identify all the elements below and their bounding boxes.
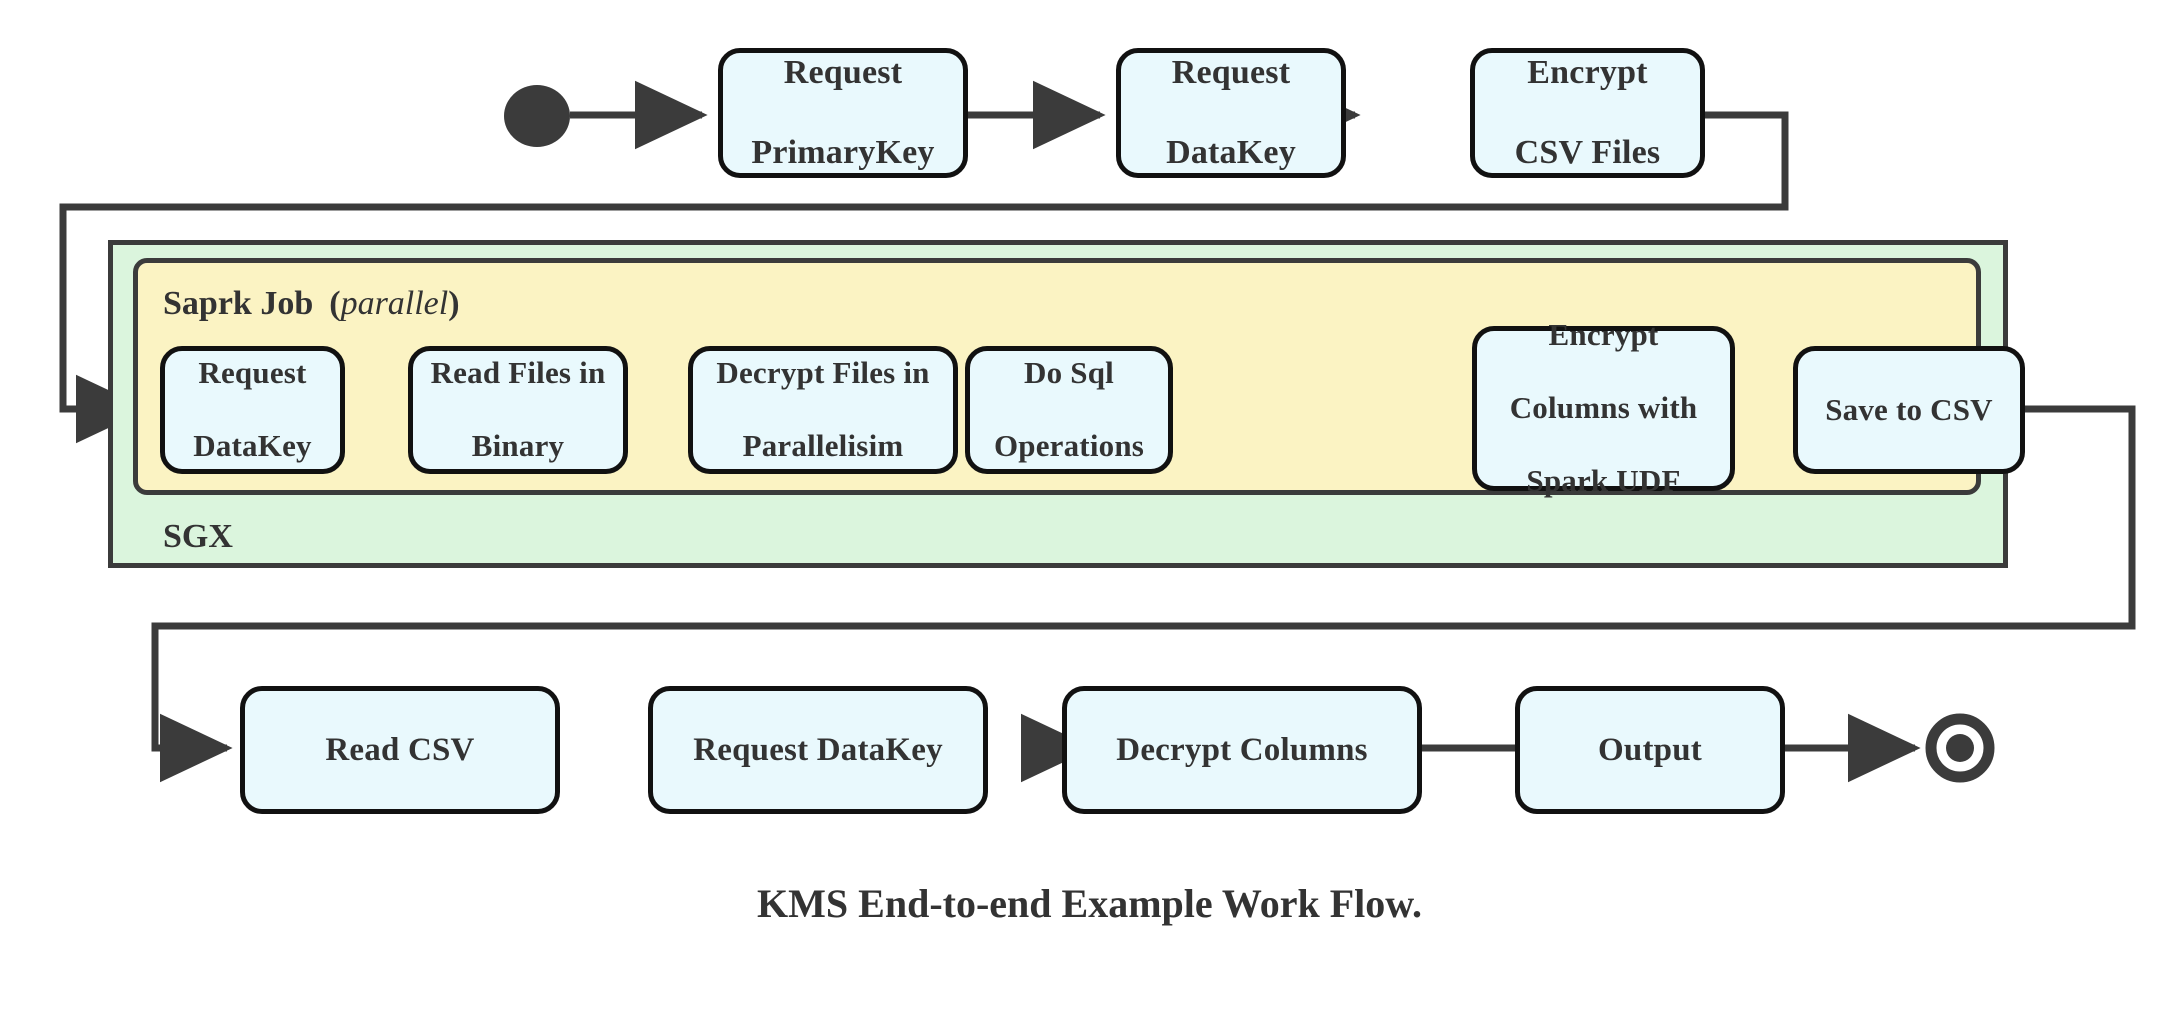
node-label-line: Spark UDF [1526,463,1681,499]
group-spark-job-parallel-text: parallel [340,285,449,322]
node-label-line: Request [198,355,307,391]
node-label-line: PrimaryKey [751,134,935,172]
node-label-line: Read CSV [325,731,475,768]
node-label-line: Output [1598,731,1702,768]
node-label-line: Operations [993,428,1145,464]
node-label-line: DataKey [1166,134,1296,172]
node-label-line: Binary [471,428,565,464]
node-decrypt-files-in-parallelisim[interactable]: Decrypt Files in Parallelisim [688,346,958,474]
node-label-line: Columns with [1509,390,1698,426]
node-label-line: Do Sql [1024,355,1114,391]
node-output[interactable]: Output [1515,686,1785,814]
node-label-line: Save to CSV [1825,391,1993,427]
node-label-line: Parallelisim [742,428,904,464]
group-sgx-label-text: SGX [163,518,233,555]
node-read-csv[interactable]: Read CSV [240,686,560,814]
group-spark-job-label: Saprk Job (parallel) [163,285,460,323]
edge-save-csv-to-read-csv [151,405,2136,783]
node-label-line: Decrypt Columns [1116,731,1368,768]
node-label-line: Request [1171,53,1291,91]
group-spark-job-paren-close: ) [448,285,460,322]
node-label-line: Encrypt [1548,317,1659,353]
edge-encrypt-csv-to-spark-request-datakey [59,111,1789,444]
node-label-line: Request [783,53,903,91]
group-spark-job-label-text: Saprk Job [163,285,314,322]
group-spark-job-paren-open: ( [329,285,341,322]
group-sgx-label: SGX [163,518,233,556]
node-request-datakey-bottom[interactable]: Request DataKey [648,686,988,814]
node-save-to-csv[interactable]: Save to CSV [1793,346,2025,474]
node-label-line: Encrypt [1527,53,1648,91]
diagram-caption: KMS End-to-end Example Work Flow. [757,881,1422,926]
node-label-line: Read Files in [430,355,606,391]
node-label-line: Request DataKey [693,731,943,768]
node-read-files-in-binary[interactable]: Read Files in Binary [408,346,628,474]
node-label-line: CSV Files [1514,134,1661,172]
node-label-line: DataKey [193,428,312,464]
node-label-line: Decrypt Files in [716,355,930,391]
node-decrypt-columns[interactable]: Decrypt Columns [1062,686,1422,814]
